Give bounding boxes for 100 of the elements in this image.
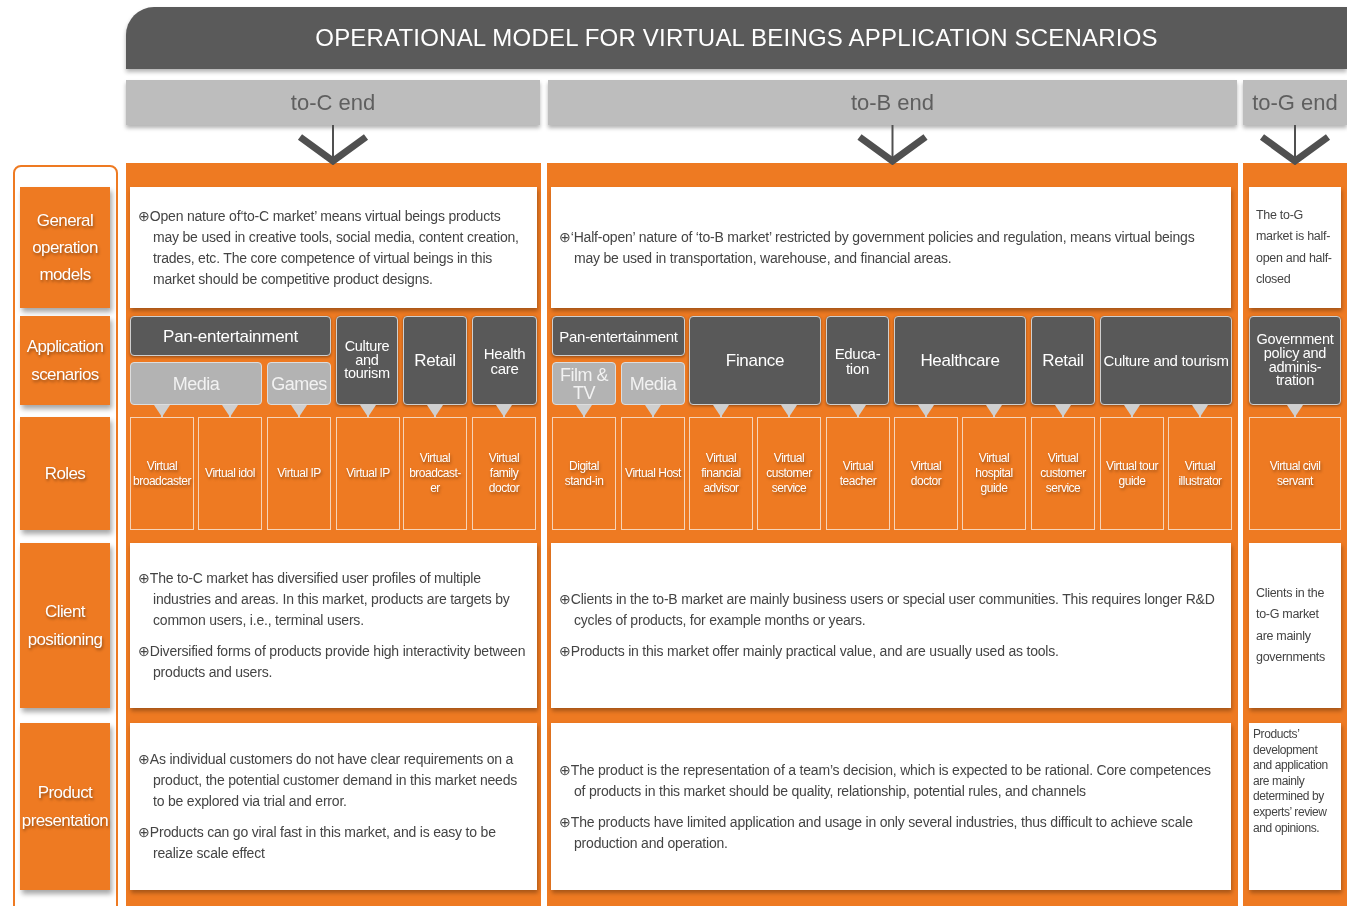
scenario-tab — [472, 316, 537, 405]
pointer-arrow — [360, 404, 376, 418]
description-text: ⊕Open nature of‘to-C market’ means virtual beings products may be used in creative tools, social media, content creation, trades, etc. The core competence of virtual beings in this market should be competitive product designs. — [138, 206, 520, 289]
row-header-frame — [13, 165, 118, 906]
row-label-box — [20, 316, 110, 405]
description-text: ⊕The product is the representation of a team’s decision, which is expected to be rational. Core competences of products in this market should be quality, relationship, potential rules, and channels — [559, 760, 1212, 801]
scenario-label: Culture and tourism — [343, 339, 391, 382]
pointer-arrow — [1055, 404, 1071, 418]
description-text: Clients in the to-G market are mainly governments — [1256, 585, 1326, 666]
column-panel — [126, 163, 541, 906]
row-label: Client positioning — [26, 601, 104, 651]
scenario-label: Healthcare — [920, 352, 1000, 369]
role-label: Virtual tour guide — [1105, 458, 1160, 489]
role-box — [689, 417, 753, 530]
role-box — [267, 417, 331, 530]
role-box — [1249, 417, 1341, 530]
role-box — [472, 417, 536, 530]
role-box — [403, 417, 467, 530]
scenario-label: Health care — [482, 345, 527, 376]
sub-scenario-tab — [130, 362, 262, 405]
row-label: Product presentation — [21, 782, 109, 832]
scenario-tab — [689, 316, 821, 405]
sub-scenario-label: Media — [629, 374, 677, 393]
scenario-tab — [336, 316, 398, 405]
role-box — [1168, 417, 1232, 530]
text-card — [130, 543, 537, 708]
scenario-tab — [1031, 316, 1095, 405]
pointer-arrow — [154, 404, 170, 418]
role-label: Virtual illustrator — [1177, 458, 1223, 489]
scenario-tab — [130, 316, 331, 356]
segment-header — [548, 80, 1237, 125]
role-box — [962, 417, 1026, 530]
role-label: Virtual teacher — [838, 458, 878, 489]
scenario-label: Retail — [1042, 352, 1084, 369]
segment-header — [126, 80, 540, 125]
text-card — [130, 187, 537, 308]
role-box — [1100, 417, 1164, 530]
role-label: Virtual idol — [205, 466, 255, 481]
scenario-tab — [1100, 316, 1232, 405]
header-text: to-C end — [290, 89, 376, 116]
role-label: Virtual customer service — [765, 451, 813, 496]
description-text: ⊕Diversified forms of products provide high interactivity between products and users. — [138, 642, 527, 682]
row-label-box — [20, 543, 110, 708]
description-text: Products’ development and application are mainly determined by experts’ review and opinions. — [1253, 727, 1329, 837]
chevron-arrow — [856, 124, 929, 165]
pointer-arrow — [291, 404, 307, 418]
pointer-arrow — [576, 404, 592, 418]
scenario-tab — [826, 316, 889, 405]
role-label: Virtual IP — [277, 466, 321, 481]
sub-scenario-tab — [621, 362, 685, 405]
text-card — [1249, 543, 1341, 708]
scenario-label: Educa-tion — [833, 345, 882, 376]
text-card — [130, 723, 537, 890]
role-box — [1031, 417, 1095, 530]
scenario-tab — [894, 316, 1026, 405]
role-label: Virtual family doctor — [487, 451, 521, 496]
text-card — [551, 723, 1231, 890]
scenario-label: Finance — [725, 352, 785, 369]
row-label-box — [20, 723, 110, 890]
description-text: ⊕Clients in the to-B market are mainly business users or special user communities. This requires longer R&D cycles of products, for example months or years. — [559, 590, 1216, 630]
pointer-arrow — [496, 404, 512, 418]
chevron-arrow — [296, 124, 370, 165]
sub-scenario-label: Film & TV — [559, 365, 610, 402]
description-text: ⊕‘Half-open’ nature of ‘to-B market’ restricted by government policies and regulation, means virtual beings may be used in transportation, warehouse, and financial areas. — [559, 227, 1196, 268]
scenario-tab — [1249, 316, 1341, 405]
row-label: Application scenarios — [25, 336, 105, 386]
title-text: OPERATIONAL MODEL FOR VIRTUAL BEINGS APPLICATION SCENARIOS — [315, 24, 1158, 52]
role-box — [552, 417, 616, 530]
description-text: ⊕Products can go viral fast in this market, and is easy to be realize scale effect — [138, 823, 497, 863]
scenario-label: Government policy and adminis-tration — [1255, 332, 1335, 389]
pointer-arrow — [781, 404, 797, 418]
header-text: to-B end — [850, 89, 935, 116]
text-card — [1249, 187, 1341, 308]
pointer-arrow — [1192, 404, 1208, 418]
role-label: Virtual customer service — [1039, 451, 1087, 496]
pointer-arrow — [850, 404, 866, 418]
text-card — [551, 187, 1231, 308]
chevron-arrow — [1258, 124, 1332, 165]
role-label: Virtual financial advisor — [700, 451, 742, 496]
pointer-arrow — [1287, 404, 1303, 418]
text-card — [551, 543, 1231, 708]
role-label: Virtual hospital guide — [974, 451, 1014, 496]
description-text: ⊕The to-C market has diversified user profiles of multiple industries and areas. In this market, products are targets by common users, i.e., terminal users. — [138, 569, 511, 630]
scenario-tab — [403, 316, 467, 405]
role-label: Virtual civil servant — [1268, 458, 1322, 489]
description-text: ⊕As individual customers do not have clear requirements on a product, the potential customer demand in this market needs to be explored via trial and error. — [138, 750, 519, 811]
pointer-arrow — [645, 404, 661, 418]
segment-header — [1243, 80, 1347, 125]
pointer-arrow — [918, 404, 934, 418]
scenario-label: Pan-entertainment — [163, 327, 298, 345]
role-label: Virtual broadcaster — [132, 458, 192, 489]
description-text: ⊕The products have limited application and usage in only several industries, thus difficult to achieve scale production and operation. — [559, 812, 1194, 853]
row-label: Roles — [44, 462, 86, 485]
role-label: Virtual Host — [625, 466, 681, 481]
role-box — [621, 417, 685, 530]
pointer-arrow — [427, 404, 443, 418]
pointer-arrow — [986, 404, 1002, 418]
header-text: to-G end — [1252, 89, 1338, 116]
scenario-label: Culture and tourism — [1103, 353, 1229, 368]
sub-scenario-tab — [552, 362, 616, 405]
